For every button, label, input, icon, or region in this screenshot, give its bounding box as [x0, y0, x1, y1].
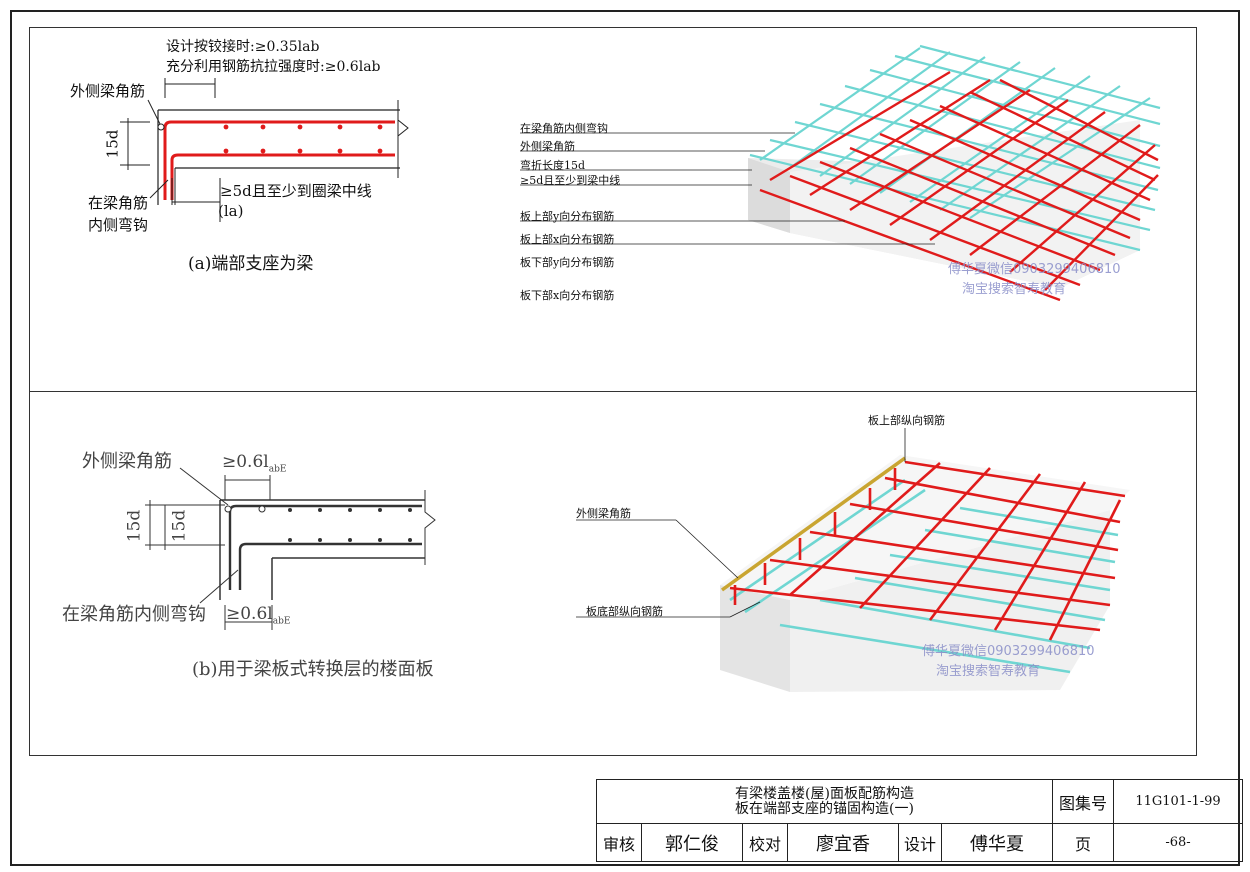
title-line1: 有梁楼盖楼(屋)面板配筋构造	[735, 785, 914, 802]
iso-b-label-bottom-bars: 板底部纵向钢筋	[586, 605, 663, 618]
label-inner-hook-b: 在梁角筋内侧弯钩	[62, 604, 206, 625]
label-outer-corner-bar-b: 外侧梁角筋	[82, 451, 172, 472]
watermark-a-1: 傅华夏微信0903299406810	[948, 262, 1121, 277]
label-embed-2: (la)	[218, 202, 244, 220]
atlas-value: 11G101-1-99	[1113, 779, 1243, 824]
watermark-b-1: 傅华夏微信0903299406810	[922, 644, 1095, 659]
iso-a-label-bottom-y: 板下部y向分布钢筋	[520, 256, 615, 269]
label-inner-hook-1: 在梁角筋	[88, 194, 149, 212]
review-name: 郭仁俊	[641, 823, 743, 862]
dim-06-top-sub: abE	[268, 464, 287, 475]
iso-b-label-outer-bar: 外侧梁角筋	[576, 507, 631, 520]
page-label: 页	[1052, 823, 1114, 862]
iso-a-label-bend-length: 弯折长度15d	[520, 159, 586, 172]
title-cell: 有梁楼盖楼(屋)面板配筋构造 板在端部支座的锚固构造(一)	[596, 779, 1053, 824]
caption-b: (b)用于梁板式转换层的楼面板	[192, 659, 434, 680]
label-inner-hook-2: 内侧弯钩	[88, 216, 149, 234]
caption-a: (a)端部支座为梁	[188, 254, 314, 274]
label-outer-corner-bar-a: 外侧梁角筋	[70, 82, 146, 100]
watermark-a-2: 淘宝搜索智寿教育	[962, 282, 1067, 297]
iso-a-label-top-y: 板上部y向分布钢筋	[520, 210, 615, 223]
title-block: 有梁楼盖楼(屋)面板配筋构造 板在端部支座的锚固构造(一) 图集号 11G101…	[596, 779, 1243, 862]
iso-b-label-top-bars: 板上部纵向钢筋	[868, 414, 945, 427]
dim-06-bottom-text: ≥0.6l	[226, 604, 273, 624]
design-name: 傅华夏	[941, 823, 1053, 862]
watermark-b-2: 淘宝搜索智寿教育	[936, 664, 1041, 679]
iso-a-label-embed: ≥5d且至少到梁中线	[520, 174, 621, 187]
page-value: -68-	[1113, 823, 1243, 862]
dim-06-bottom-sub: abE	[272, 616, 291, 627]
atlas-label: 图集号	[1052, 779, 1114, 824]
label-embed-1: ≥5d且至少到圈梁中线	[220, 182, 372, 200]
iso-a-label-top-x: 板上部x向分布钢筋	[520, 233, 615, 246]
iso-a-label-bottom-x: 板下部x向分布钢筋	[520, 289, 615, 302]
check-label: 校对	[742, 823, 788, 862]
title-line2: 板在端部支座的锚固构造(一)	[735, 800, 914, 817]
dim-06-bottom: ≥0.6labE	[226, 604, 290, 626]
design-label: 设计	[898, 823, 942, 862]
note-hinged: 设计按铰接时:≥0.35lab	[166, 39, 320, 55]
review-label: 审核	[596, 823, 642, 862]
dim-06-top: ≥0.6labE	[222, 452, 286, 474]
iso-a-label-outer-bar: 外侧梁角筋	[520, 140, 575, 153]
dim-06-top-text: ≥0.6l	[222, 452, 269, 472]
bottom-panel	[29, 391, 1197, 756]
check-name: 廖宜香	[787, 823, 899, 862]
drawing-frame	[10, 10, 1240, 866]
note-full-strength: 充分利用钢筋抗拉强度时:≥0.6lab	[166, 59, 381, 75]
iso-a-label-inner-hook: 在梁角筋内侧弯钩	[520, 122, 608, 135]
